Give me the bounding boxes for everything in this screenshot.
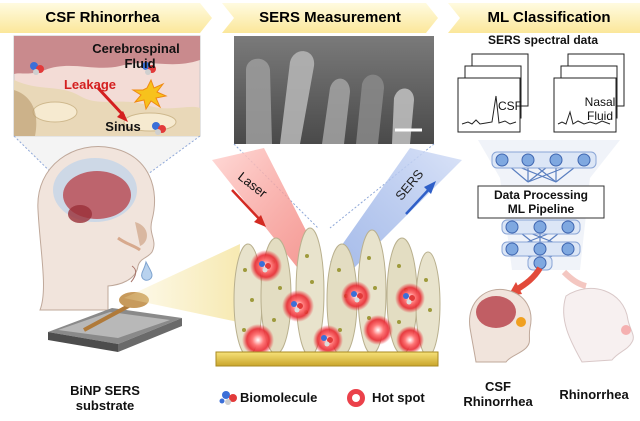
hotspot-legend-label: Hot spot — [372, 390, 425, 405]
rhinorrhea-label: Rhinorrhea — [559, 387, 629, 402]
laser-arrow — [231, 189, 263, 223]
csf-spectrum-label: CSF — [498, 99, 522, 113]
csf-rhinorrhea-label-line2: Rhinorrhea — [463, 394, 533, 409]
biomolecule-legend-label: Biomolecule — [240, 390, 318, 405]
classification-arrow — [514, 266, 543, 293]
header-banners — [0, 3, 640, 33]
header-ml-classification: ML Classification — [487, 8, 611, 26]
sem-image — [233, 36, 435, 229]
biomolecule-legend-icon — [219, 391, 237, 405]
hotspot-legend-icon — [347, 389, 365, 407]
gold-substrate-bar — [215, 351, 439, 367]
molecule-icon — [152, 122, 166, 135]
header-banner-3 — [448, 3, 640, 33]
leakage-label: Leakage — [63, 77, 117, 92]
bound-biomolecules — [259, 261, 415, 347]
laser-arrowhead — [254, 215, 266, 227]
patient-head-illustration — [37, 146, 156, 311]
data-processing-label: Data Processing — [493, 188, 589, 202]
molecule-icon — [30, 62, 44, 75]
ml-pipeline-label: ML Pipeline — [507, 202, 575, 216]
cerebrospinal-label: Cerebrospinal — [92, 41, 180, 56]
header-sers-measurement: SERS Measurement — [259, 8, 401, 26]
spectra-stack-csf — [457, 53, 529, 133]
spectra-stack-nasal — [553, 53, 625, 133]
csf-patient-head — [469, 288, 532, 363]
csf-rhinorrhea-label-line1: CSF — [485, 379, 511, 394]
nasal-spectrum-label: Nasal — [584, 95, 616, 109]
sers-arrow — [405, 185, 433, 215]
substrate-label-line1: BiNP SERS — [70, 383, 140, 398]
binp-sers-substrate-chip — [48, 244, 240, 352]
header-csf-rhinorrhea: CSF Rhinorrhea — [45, 8, 160, 26]
rhinorrhea-patient-head — [563, 287, 634, 363]
spectral-data-title: SERS spectral data — [487, 33, 599, 47]
data-processing-box — [477, 185, 605, 219]
header-banner-2 — [222, 3, 438, 33]
fluid-label: Fluid — [124, 56, 156, 71]
ml-neural-network — [477, 151, 605, 271]
nasal-fluid-spectrum-label: Fluid — [586, 109, 613, 123]
substrate-label-line2: substrate — [75, 398, 135, 413]
sers-arrowhead — [424, 181, 436, 194]
header-banner-1 — [0, 3, 212, 33]
molecule-icon — [142, 62, 156, 75]
laser-beam — [212, 148, 322, 276]
sinus-label: Sinus — [105, 119, 141, 134]
